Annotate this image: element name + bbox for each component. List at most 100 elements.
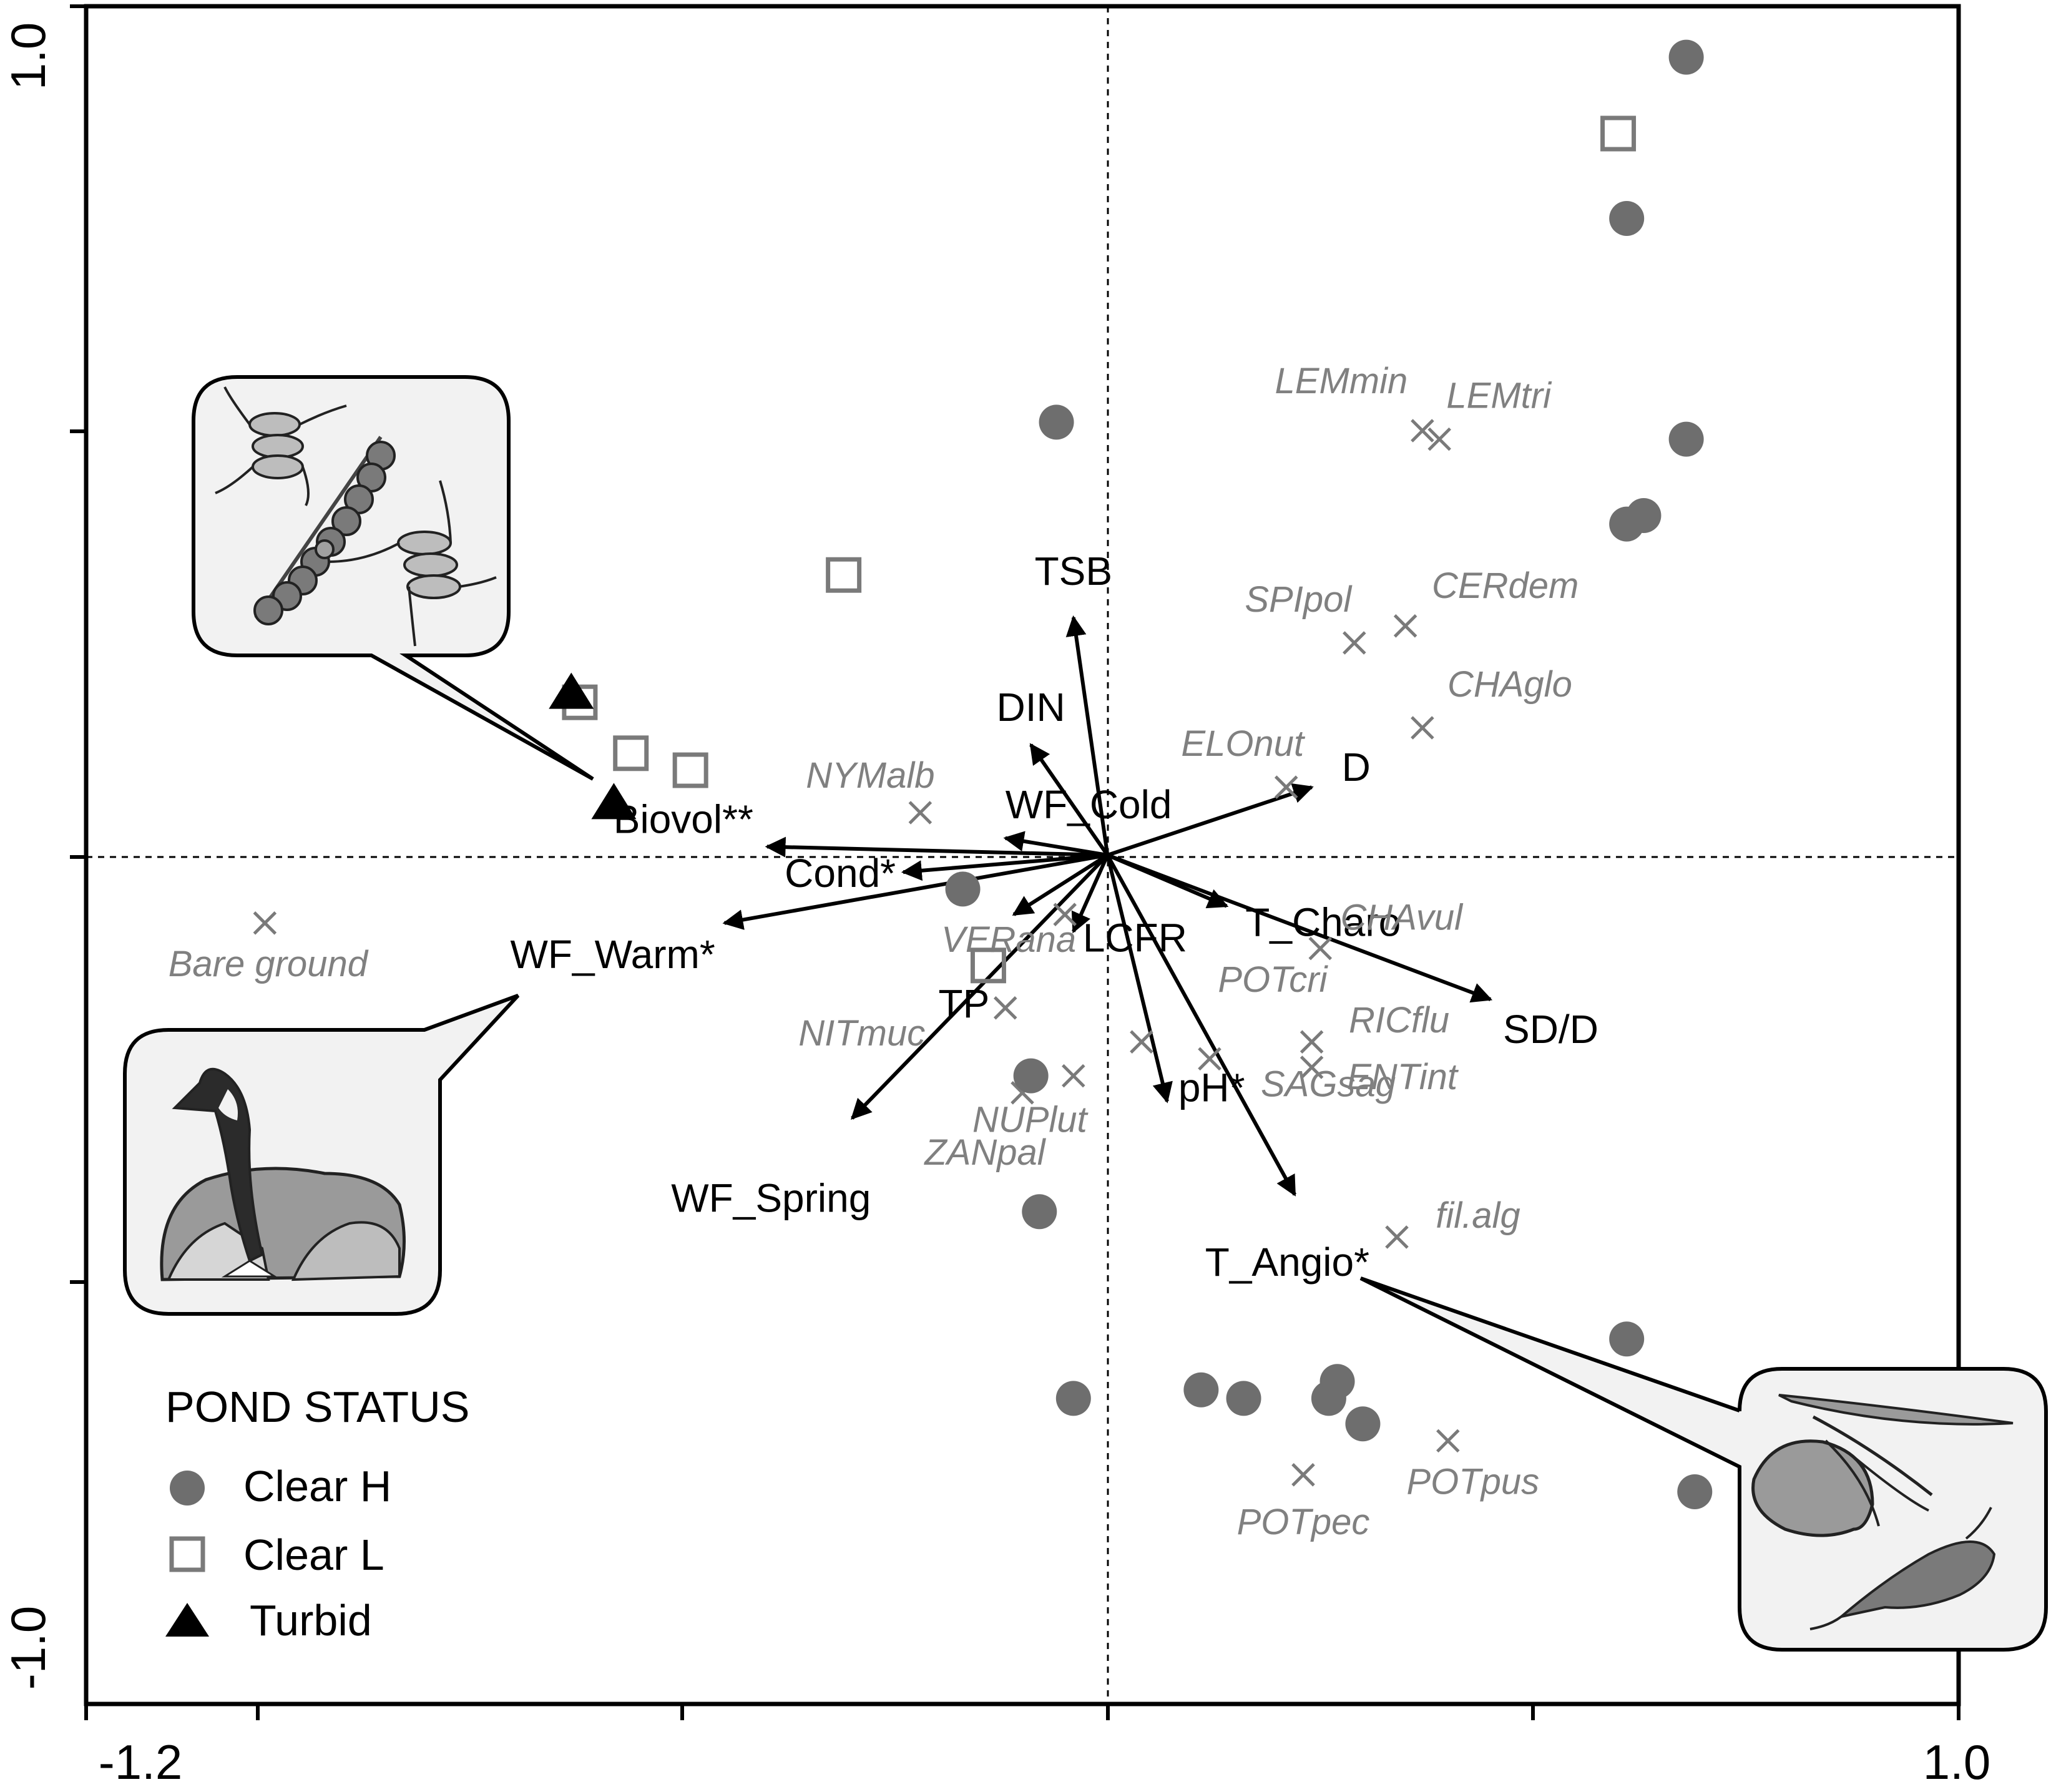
vector-arrow: [1105, 854, 1296, 1197]
species-marker: [1427, 427, 1451, 451]
species-marker: [993, 996, 1017, 1020]
legend: POND STATUS Clear H Clear L Turbid: [165, 1383, 469, 1645]
species-label: Bare ground: [169, 944, 369, 984]
macrophyte-illustration: [1751, 1394, 2014, 1630]
species-label: POTpec: [1237, 1502, 1370, 1542]
species-label: ZANpal: [923, 1132, 1047, 1173]
legend-marker-clear-h: [170, 1471, 205, 1506]
vector-arrow: [765, 836, 1108, 858]
macrophyte-callout: [1359, 1276, 2048, 1652]
sample-point-clear-h: [1677, 1474, 1713, 1509]
callout-bubble: [192, 375, 594, 781]
sample-layer: [549, 39, 1713, 1509]
species-marker: [1130, 1030, 1153, 1054]
vector-label: WF_Warm*: [510, 932, 715, 977]
sample-point-clear-l: [970, 947, 1006, 984]
legend-marker-clear-l: [169, 1536, 205, 1572]
goose-callout: [123, 994, 520, 1316]
species-label: CHAvul: [1340, 898, 1464, 938]
species-label: POTcri: [1218, 959, 1328, 1000]
sample-point-clear-h: [945, 871, 981, 907]
sample-point-clear-h: [1013, 1058, 1049, 1094]
x-tick-label-max: 1.0: [1923, 1735, 1990, 1789]
sample-point-clear-h: [1668, 39, 1704, 75]
species-marker: [1343, 631, 1366, 655]
species-label: LEMmin: [1275, 361, 1408, 401]
sample-point-clear-h: [1609, 1321, 1645, 1357]
vector-label: WF_Cold: [1006, 782, 1172, 827]
vector-arrow: [1105, 854, 1173, 1104]
vector-layer: TSBDINWF_ColdDBiovol**Cond*WF_Warm*T_Cha…: [510, 549, 1598, 1285]
callout-bubble: [1359, 1276, 2048, 1652]
vector-label: SD/D: [1503, 1007, 1598, 1052]
sample-point-clear-h: [1609, 506, 1645, 542]
species-marker: [1393, 614, 1417, 638]
sample-point-clear-h: [1039, 404, 1074, 440]
sample-point-clear-h: [1055, 1381, 1091, 1416]
species-label: VERana: [941, 919, 1076, 960]
vector-label: TSB: [1035, 549, 1112, 594]
species-marker: [1300, 1030, 1324, 1054]
sample-point-clear-h: [1345, 1406, 1381, 1442]
sample-point-clear-l: [1600, 115, 1637, 152]
species-marker: [1062, 1064, 1085, 1088]
species-label: SPIpol: [1245, 579, 1353, 620]
species-marker: [253, 911, 277, 935]
goose-illustration: [160, 1067, 406, 1281]
species-label: CERdem: [1432, 566, 1579, 606]
species-marker: [1411, 716, 1434, 740]
vector-label: Biovol**: [614, 796, 753, 841]
vector-label: LCFR: [1083, 915, 1187, 960]
species-label: POTpus: [1406, 1461, 1539, 1502]
x-axis-ticks: [84, 1704, 1960, 1720]
sample-point-turbid: [549, 672, 594, 709]
sample-point-clear-h: [1668, 421, 1704, 457]
species-label: SAGsag: [1261, 1064, 1396, 1104]
species-label: ELOnut: [1181, 723, 1306, 764]
sample-point-clear-h: [1226, 1381, 1261, 1416]
legend-label-clear-l: Clear L: [243, 1530, 384, 1579]
legend-title: POND STATUS: [165, 1383, 469, 1431]
sample-point-clear-h: [1022, 1194, 1057, 1230]
vector-arrow: [1012, 853, 1109, 916]
vector-arrow: [850, 853, 1109, 1120]
species-marker: [1308, 936, 1333, 961]
species-marker: [1291, 1463, 1315, 1487]
sample-point-clear-l: [672, 752, 708, 788]
vector-label: D: [1342, 745, 1371, 790]
sample-point-clear-l: [613, 735, 649, 771]
y-tick-label-min: -1.0: [1, 1606, 56, 1690]
vector-arrow: [1107, 853, 1493, 1003]
y-axis-ticks: [70, 4, 86, 1284]
vector-arrow: [722, 853, 1108, 930]
legend-label-clear-h: Clear H: [243, 1462, 391, 1510]
species-marker: [908, 801, 932, 825]
vector-arrow: [1065, 615, 1110, 856]
vector-label: T_Angio*: [1205, 1240, 1369, 1285]
species-marker: [1300, 1055, 1324, 1079]
species-marker: [1385, 1225, 1409, 1249]
species-marker: [1436, 1429, 1460, 1453]
legend-label-turbid: Turbid: [250, 1596, 372, 1645]
legend-marker-turbid: [165, 1603, 209, 1637]
vector-arrow: [1029, 743, 1109, 856]
vector-label: Cond*: [785, 851, 896, 896]
vector-arrow: [1107, 783, 1314, 857]
species-marker: [1053, 903, 1077, 926]
species-label: NUPlut: [972, 1100, 1089, 1140]
species-label: ENTint: [1347, 1057, 1459, 1097]
plot-frame: [84, 4, 1961, 1706]
species-marker: [1274, 775, 1298, 799]
species-label: CHAglo: [1447, 664, 1572, 705]
y-tick-label-max: 1.0: [1, 22, 56, 90]
species-marker: [1198, 1047, 1221, 1071]
sample-point-turbid: [591, 783, 637, 820]
species-label: LEMtri: [1446, 376, 1552, 416]
sample-point-clear-h: [1311, 1381, 1346, 1416]
vector-arrow: [901, 853, 1108, 881]
sample-point-clear-l: [826, 557, 862, 593]
species-label: NYMalb: [806, 755, 934, 796]
